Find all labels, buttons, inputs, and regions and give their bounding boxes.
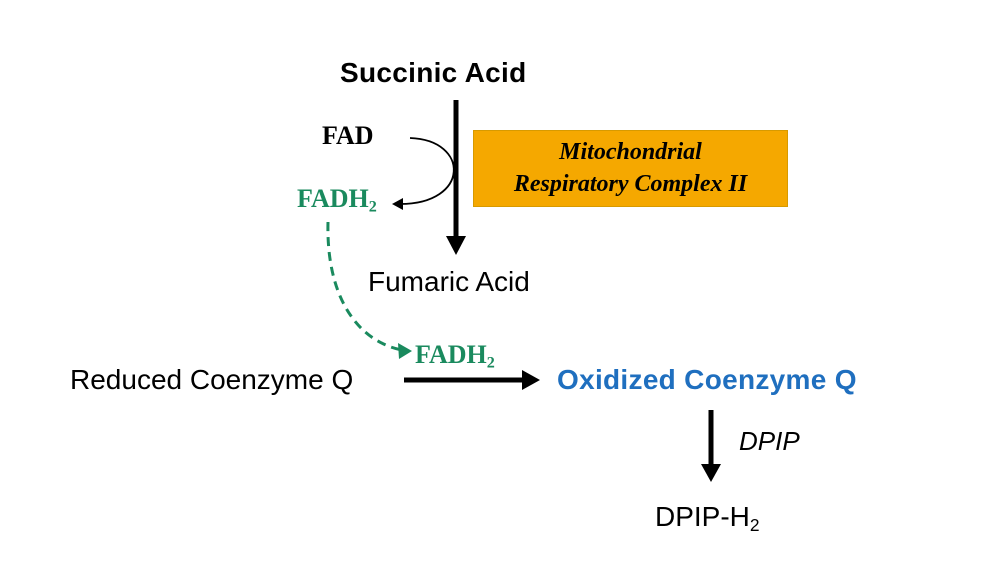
oxidized-coenzyme-q-label: Oxidized Coenzyme Q <box>557 364 857 395</box>
dpip-h2-label: DPIP-H2 <box>655 503 760 534</box>
fumaric-acid-label: Fumaric Acid <box>368 266 530 297</box>
succinic-to-fumaric-arrowhead <box>446 236 466 255</box>
dpip-label: DPIP <box>739 426 800 456</box>
fad-label: FAD <box>322 121 374 150</box>
complex-line-2: Respiratory Complex II <box>513 170 748 197</box>
fadh2-mid-base: FADH <box>415 340 487 369</box>
dpiph2-base: DPIP-H <box>655 501 750 532</box>
fadh2-label-top: FADH2 <box>297 186 377 216</box>
complex-line-1: Mitochondrial <box>559 139 702 166</box>
fadh2-label-middle: FADH2 <box>415 342 495 372</box>
succinic-acid-label: Succinic Acid <box>340 57 527 88</box>
complex-ii-box: Mitochondrial Respiratory Complex II <box>473 130 788 207</box>
fadh2-transfer-arrowhead <box>398 343 412 359</box>
fadh2-mid-subscript: 2 <box>486 354 495 372</box>
fad-to-fadh2-arrowhead <box>392 198 403 210</box>
fadh2-top-base: FADH <box>297 184 369 213</box>
reduced-coenzyme-q-label: Reduced Coenzyme Q <box>70 364 354 395</box>
fadh2-top-subscript: 2 <box>368 198 377 216</box>
oxidized-to-dpiph2-arrowhead <box>701 464 721 482</box>
fadh2-transfer-dashed-arrow <box>326 221 403 352</box>
reduced-to-oxidized-arrowhead <box>522 370 540 390</box>
fad-to-fadh2-curve-arrow <box>399 137 455 205</box>
dpiph2-subscript: 2 <box>749 514 760 535</box>
